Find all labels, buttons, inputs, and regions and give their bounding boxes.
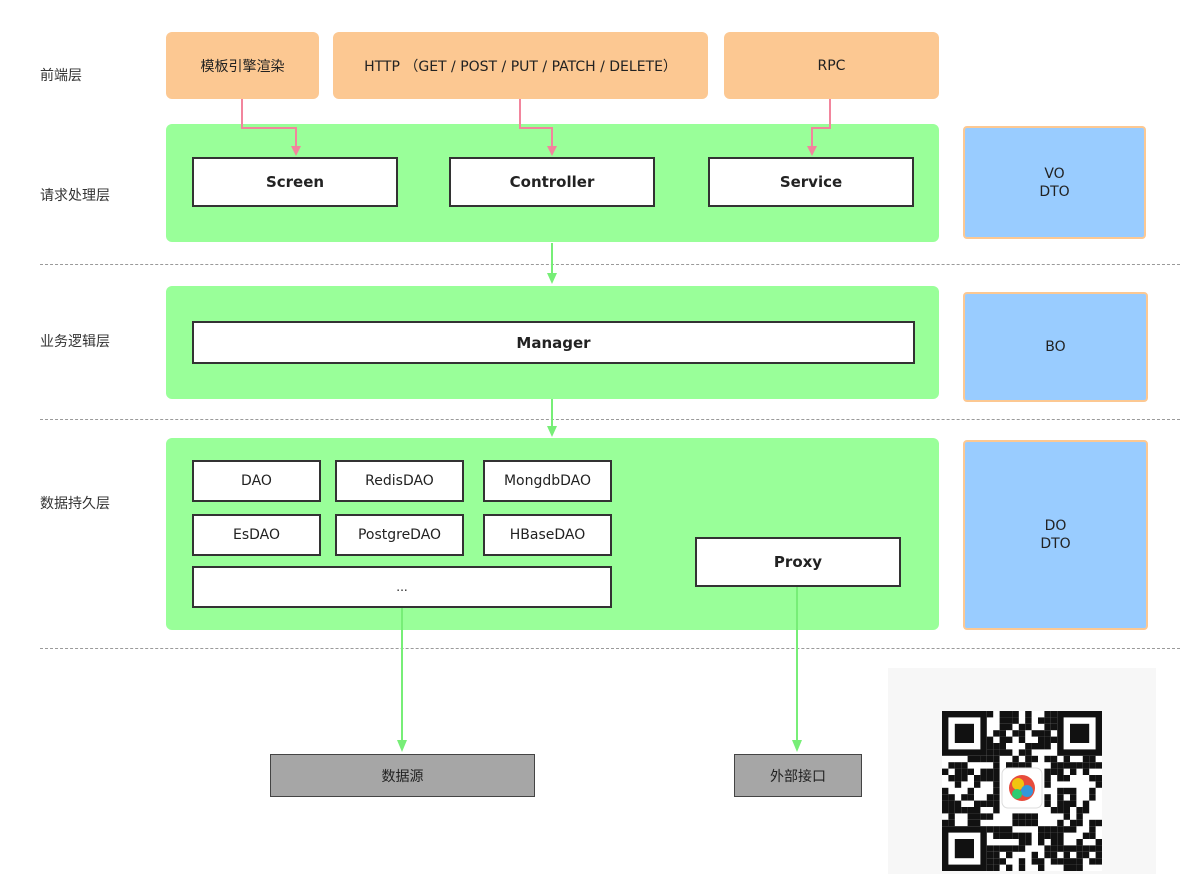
- arrow-http-to-controller: [519, 99, 553, 146]
- business-objects-box: BO: [963, 292, 1148, 402]
- proxy-box: Proxy: [695, 537, 901, 587]
- frontend-template-box: 模板引擎渲染: [166, 32, 319, 99]
- layer-label-business: 业务逻辑层: [40, 334, 110, 350]
- arrowhead-external: [792, 740, 802, 752]
- divider-2: [40, 419, 1180, 420]
- divider-1: [40, 264, 1180, 265]
- arrow-template-to-screen: [241, 99, 297, 146]
- object-dto-2: DTO: [1040, 536, 1071, 552]
- arrowhead-datasource: [397, 740, 407, 752]
- hbase-dao-box: HBaseDAO: [483, 514, 612, 556]
- manager-box: Manager: [192, 321, 915, 364]
- redis-dao-box: RedisDAO: [335, 460, 464, 502]
- object-vo: VO: [1044, 165, 1065, 182]
- arrowhead-screen: [291, 146, 301, 156]
- postgre-dao-box: PostgreDAO: [335, 514, 464, 556]
- object-do: DO: [1044, 518, 1067, 534]
- frontend-http-box: HTTP （GET / POST / PUT / PATCH / DELETE）: [333, 32, 708, 99]
- datasource-box: 数据源: [270, 754, 535, 797]
- object-dto: DTO: [1039, 183, 1070, 200]
- arrowhead-service: [807, 146, 817, 156]
- screen-box: Screen: [192, 157, 398, 207]
- arrowhead-controller: [547, 146, 557, 156]
- more-dao-box: ...: [192, 566, 612, 608]
- object-bo: BO: [1045, 339, 1066, 355]
- mongodb-dao-box: MongdbDAO: [483, 460, 612, 502]
- layer-label-frontend: 前端层: [40, 68, 82, 84]
- layer-label-persistence: 数据持久层: [40, 496, 110, 512]
- es-dao-box: EsDAO: [192, 514, 321, 556]
- service-box: Service: [708, 157, 914, 207]
- frontend-rpc-box: RPC: [724, 32, 939, 99]
- external-interface-box: 外部接口: [734, 754, 862, 797]
- request-objects-box: VO DTO: [963, 126, 1146, 239]
- divider-3: [40, 648, 1180, 649]
- arrowhead-persistence: [547, 426, 557, 437]
- arrow-rpc-to-service: [811, 99, 831, 146]
- dao-box: DAO: [192, 460, 321, 502]
- persistence-objects-box: DO DTO: [963, 440, 1148, 630]
- controller-box: Controller: [449, 157, 655, 207]
- qr-code-image: [888, 668, 1156, 874]
- arrowhead-business: [547, 273, 557, 284]
- layer-label-request: 请求处理层: [40, 188, 110, 204]
